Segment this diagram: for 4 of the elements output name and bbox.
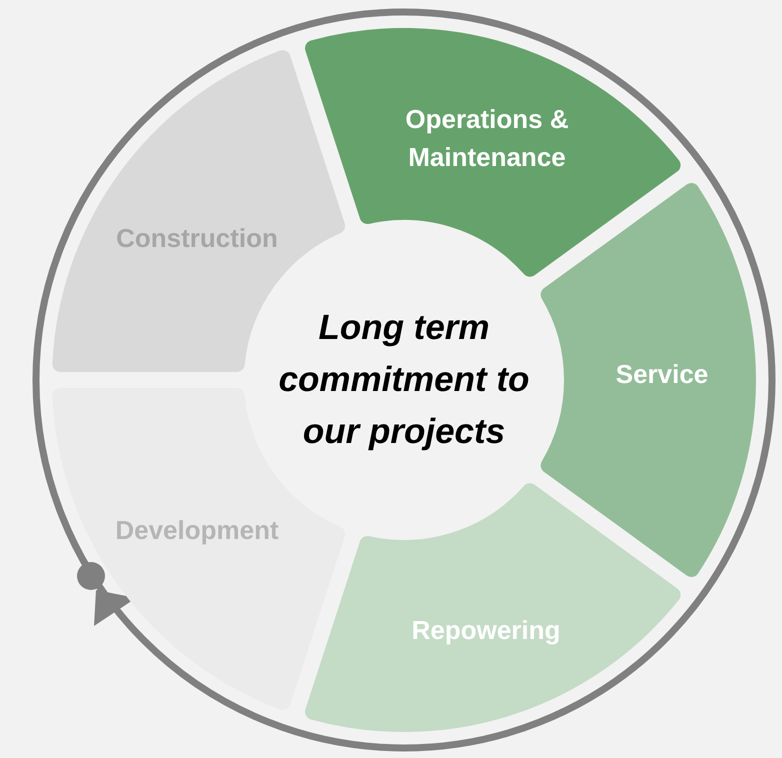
- center-label: Long term commitment to our projects: [278, 307, 530, 453]
- segment-label: Service: [616, 358, 708, 391]
- segment-label: Operations & Maintenance: [404, 103, 570, 174]
- segment-label: Repowering: [412, 614, 560, 647]
